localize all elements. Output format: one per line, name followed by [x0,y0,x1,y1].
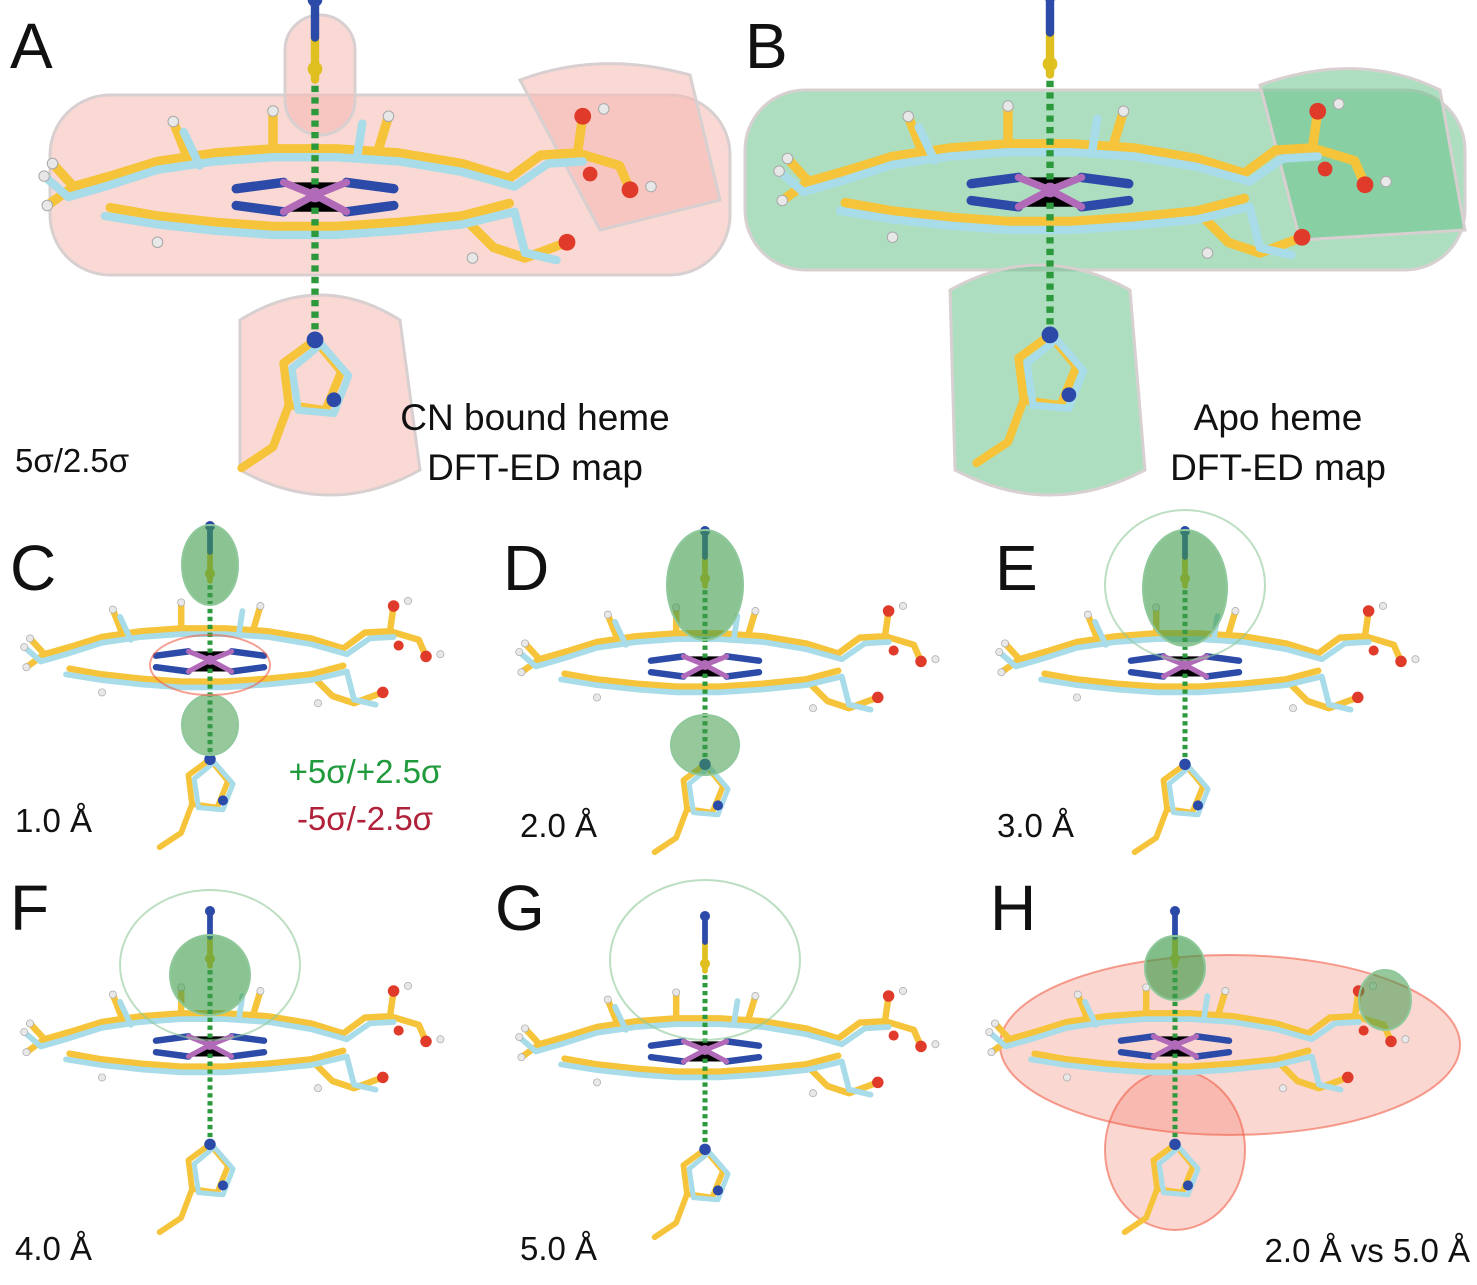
panel-h-positive-density [1144,935,1412,1031]
panel-letter-c: C [10,532,56,604]
panel-c-density [149,524,271,756]
panel-a: A CN bound heme DFT-ED map 5σ/2.5σ [10,0,732,497]
panel-b-title-line1: Apo heme [1194,397,1363,438]
panel-g-resolution: 5.0 Å [520,1230,597,1267]
panel-b-title-line2: DFT-ED map [1170,447,1386,488]
panel-letter-e: E [995,532,1038,604]
panel-d: D 2.0 Å [503,526,939,852]
panel-f-density [119,889,301,1041]
panel-g: G 5.0 Å [495,872,939,1267]
panel-d-resolution: 2.0 Å [520,807,597,844]
panel-h: H 2.0 Å vs 5.0 Å [986,872,1470,1269]
panel-c-resolution: 1.0 Å [15,802,92,839]
panel-h-resolution: 2.0 Å vs 5.0 Å [1265,1232,1470,1269]
panel-letter-g: G [495,872,545,944]
legend-positive: +5σ/+2.5σ [289,753,442,790]
panel-letter-a: A [10,10,53,82]
panel-f-resolution: 4.0 Å [15,1230,92,1267]
panel-c: C 1.0 Å +5σ/+2.5σ -5σ/-2.5σ [10,521,444,847]
panel-a-title-line2: DFT-ED map [427,447,643,488]
panel-b: B Apo heme DFT-ED map [743,0,1467,497]
panel-g-heme-model [516,911,939,1237]
panel-d-density [666,529,744,776]
panel-a-title-line1: CN bound heme [400,397,669,438]
panel-e: E 3.0 Å [995,509,1419,852]
panel-a-threshold: 5σ/2.5σ [15,442,129,479]
panel-e-density [1104,509,1266,661]
panel-e-resolution: 3.0 Å [997,807,1074,844]
panel-letter-f: F [10,872,49,944]
panel-f: F 4.0 Å [10,872,444,1267]
panel-g-density [609,879,801,1041]
legend-negative: -5σ/-2.5σ [297,800,433,837]
panel-letter-d: D [503,532,549,604]
panel-letter-b: B [745,10,788,82]
panel-letter-h: H [990,872,1036,944]
